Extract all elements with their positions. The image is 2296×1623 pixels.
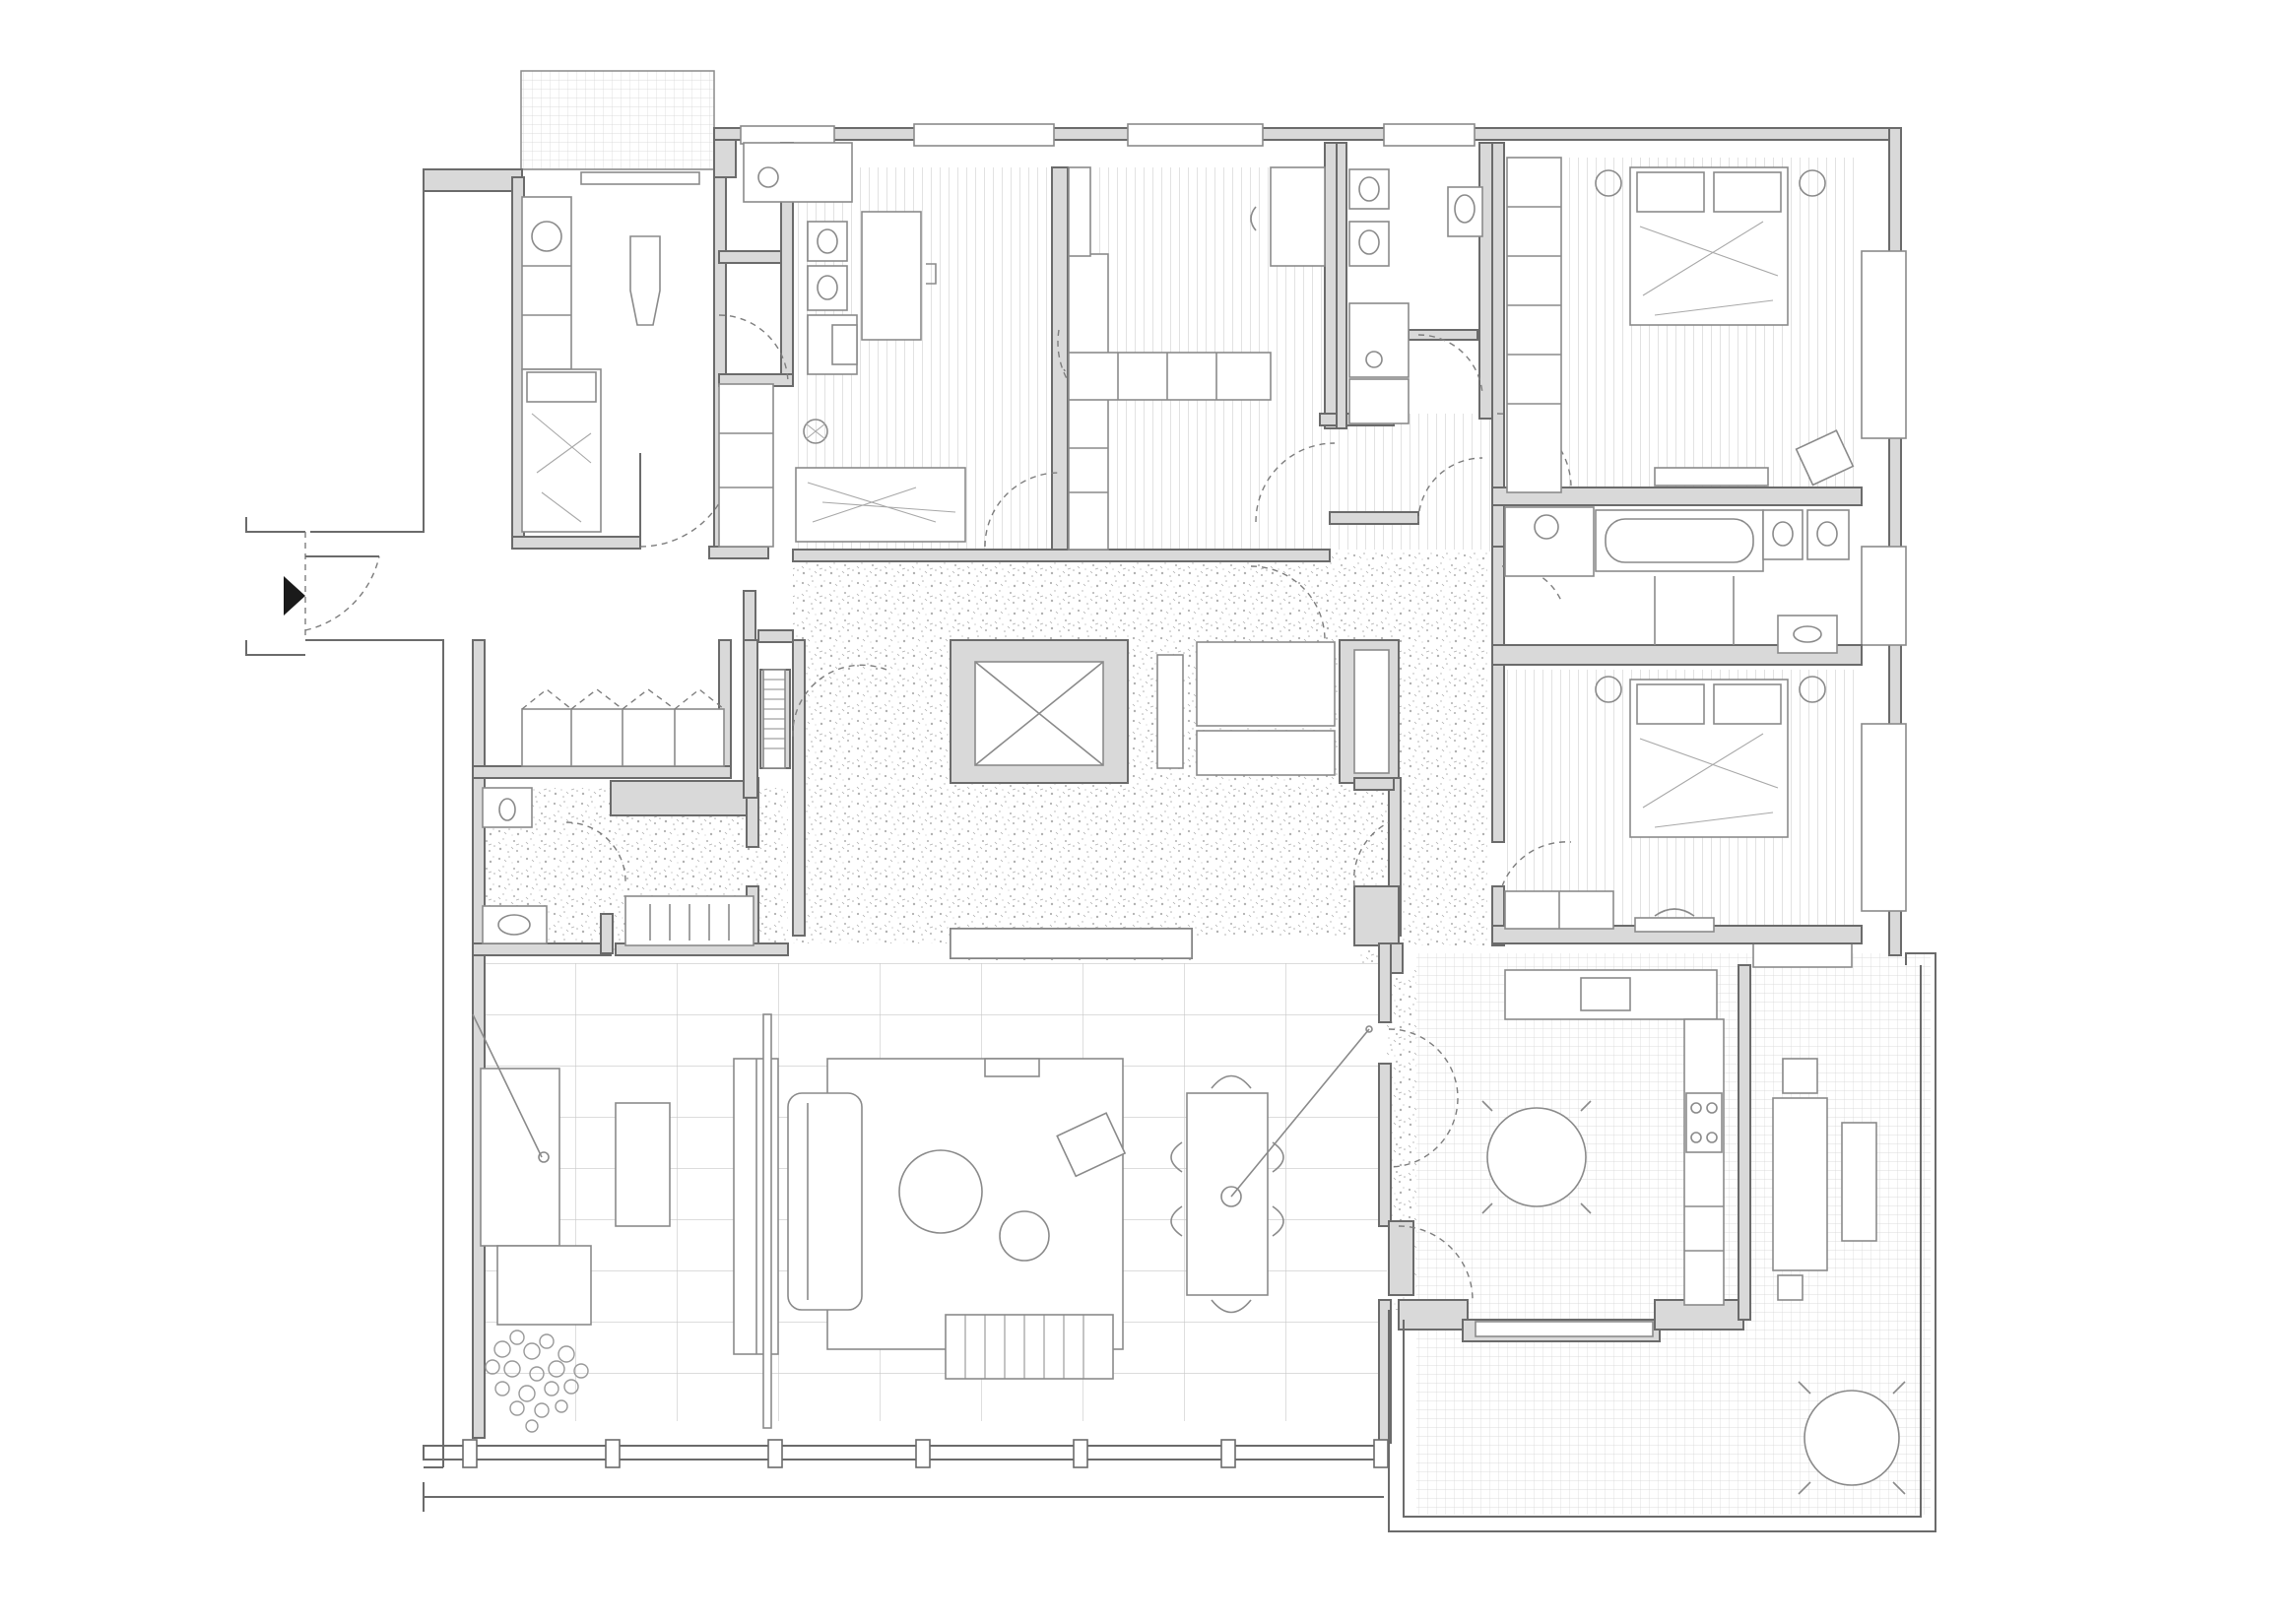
bench xyxy=(945,1314,1114,1380)
bathroom-1-fixtures xyxy=(718,142,858,548)
bathtub xyxy=(1595,509,1764,572)
bedroom-1-furniture xyxy=(795,211,966,543)
dining-table xyxy=(1186,1092,1269,1296)
toilet-icon xyxy=(1772,521,1794,547)
dining-furniture xyxy=(1170,1025,1373,1314)
kitchen-furniture xyxy=(1481,969,1725,1306)
bidet-icon xyxy=(817,275,838,300)
shower-drain-icon xyxy=(1365,351,1383,368)
basin-icon xyxy=(1454,194,1476,224)
walls xyxy=(245,123,1936,1532)
toilet-icon xyxy=(498,798,516,821)
kitchen-sink xyxy=(1580,977,1631,1011)
cooktop-icon xyxy=(1685,1092,1723,1153)
plant-icon xyxy=(485,1330,589,1433)
bidet-icon xyxy=(1358,229,1380,255)
window xyxy=(1383,123,1476,147)
pendant-lamp-icon xyxy=(803,419,828,444)
armchair xyxy=(1056,1112,1127,1178)
armchair xyxy=(1795,429,1855,487)
toilet-icon xyxy=(817,228,838,254)
corridor-floor xyxy=(1325,414,1492,552)
ironing-board-icon xyxy=(629,235,661,326)
shower-drain-icon xyxy=(1534,514,1559,540)
desk xyxy=(1270,166,1326,267)
console xyxy=(950,928,1193,959)
bedside-lamp-icon xyxy=(1595,676,1622,703)
guest-wc-fixtures xyxy=(482,787,754,946)
master-bathroom-fixtures xyxy=(1504,506,1850,654)
hall-furniture xyxy=(762,669,1193,959)
living-room-furniture xyxy=(472,1013,1127,1433)
basin-icon xyxy=(497,914,531,936)
entry-wardrobe xyxy=(521,688,725,767)
master-bedroom-furniture xyxy=(1506,157,1855,493)
outdoor-sofa xyxy=(1772,1097,1828,1271)
sideboard xyxy=(480,1068,560,1247)
bedside-lamp-icon xyxy=(1799,169,1826,197)
toilet-icon xyxy=(1358,176,1380,202)
bedside-lamp-icon xyxy=(1595,169,1622,197)
washing-machine-icon xyxy=(531,221,562,252)
bedroom-3-furniture xyxy=(1504,676,1826,933)
terrace-furniture xyxy=(1772,1058,1906,1495)
outdoor-table xyxy=(1841,1122,1877,1242)
round-coffee-table xyxy=(898,1149,983,1234)
coffee-table xyxy=(615,1102,671,1227)
bidet-icon xyxy=(1816,521,1838,547)
window xyxy=(1127,123,1264,147)
window xyxy=(913,123,1055,147)
round-outdoor-table xyxy=(1804,1390,1900,1486)
round-dining-table xyxy=(1486,1107,1587,1207)
side-table xyxy=(999,1210,1050,1262)
window xyxy=(1475,1321,1654,1337)
bedside-lamp-icon xyxy=(1799,676,1826,703)
study-furniture xyxy=(1068,166,1326,551)
planter xyxy=(1782,1058,1818,1094)
window xyxy=(1861,723,1907,912)
window xyxy=(580,171,700,185)
bathroom-2-fixtures xyxy=(1348,168,1483,424)
sofa xyxy=(787,1092,863,1311)
balcony-floor xyxy=(520,70,715,170)
laundry-room-furniture xyxy=(521,196,661,533)
window xyxy=(1861,546,1907,646)
entrance-arrow-icon xyxy=(284,576,305,616)
desk xyxy=(861,211,922,341)
basin-icon xyxy=(1793,625,1822,643)
window xyxy=(1861,250,1907,439)
window xyxy=(740,125,835,145)
